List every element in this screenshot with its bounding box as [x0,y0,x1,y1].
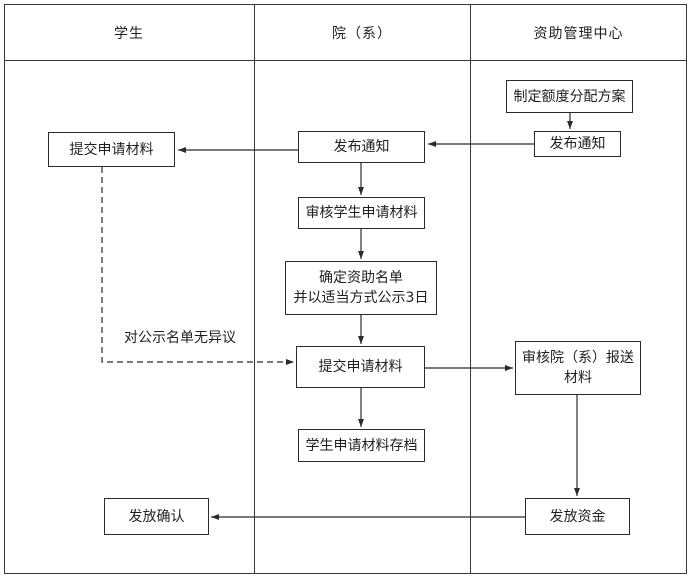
node-make-quota-plan: 制定额度分配方案 [506,80,633,113]
node-label: 审核院（系）报送 [522,350,634,366]
node-label: 发放资金 [549,508,606,525]
node-label: 材料 [564,370,592,386]
node-label: 发布通知 [333,139,390,155]
lane-title-funding-center: 资助管理中心 [533,25,624,42]
node-disbursement-confirmation: 发放确认 [104,498,209,535]
node-publish-notice-center: 发布通知 [534,131,621,157]
node-label: 确定资助名单 [319,270,403,286]
node-label: 提交申请材料 [69,141,154,158]
edge-label-no-objection: 对公示名单无异议 [124,330,236,346]
swimlane-outer-border [4,4,687,574]
lane-divider-2 [470,4,471,574]
node-label: 发放确认 [128,508,185,525]
node-publish-notice-dept: 发布通知 [298,131,425,163]
node-label: 学生申请材料存档 [305,437,418,454]
lane-title-department: 院（系） [332,25,392,42]
node-archive-materials: 学生申请材料存档 [298,429,425,462]
lane-divider-1 [254,4,255,574]
node-submit-application-student: 提交申请材料 [48,132,175,167]
node-label: 提交申请材料 [318,359,403,375]
node-label: 发布通知 [549,136,606,152]
node-review-dept-materials: 审核院（系）报送 材料 [515,341,641,395]
node-disburse-funds: 发放资金 [525,498,630,535]
lane-header-divider [4,60,687,61]
lane-title-student: 学生 [114,25,144,42]
node-label: 并以适当方式公示3日 [293,290,429,306]
node-review-student-materials: 审核学生申请材料 [298,197,425,229]
node-label: 制定额度分配方案 [513,88,626,105]
node-label: 审核学生申请材料 [305,205,418,221]
node-submit-materials-dept: 提交申请材料 [296,346,425,388]
node-determine-funding-list: 确定资助名单 并以适当方式公示3日 [285,261,437,315]
